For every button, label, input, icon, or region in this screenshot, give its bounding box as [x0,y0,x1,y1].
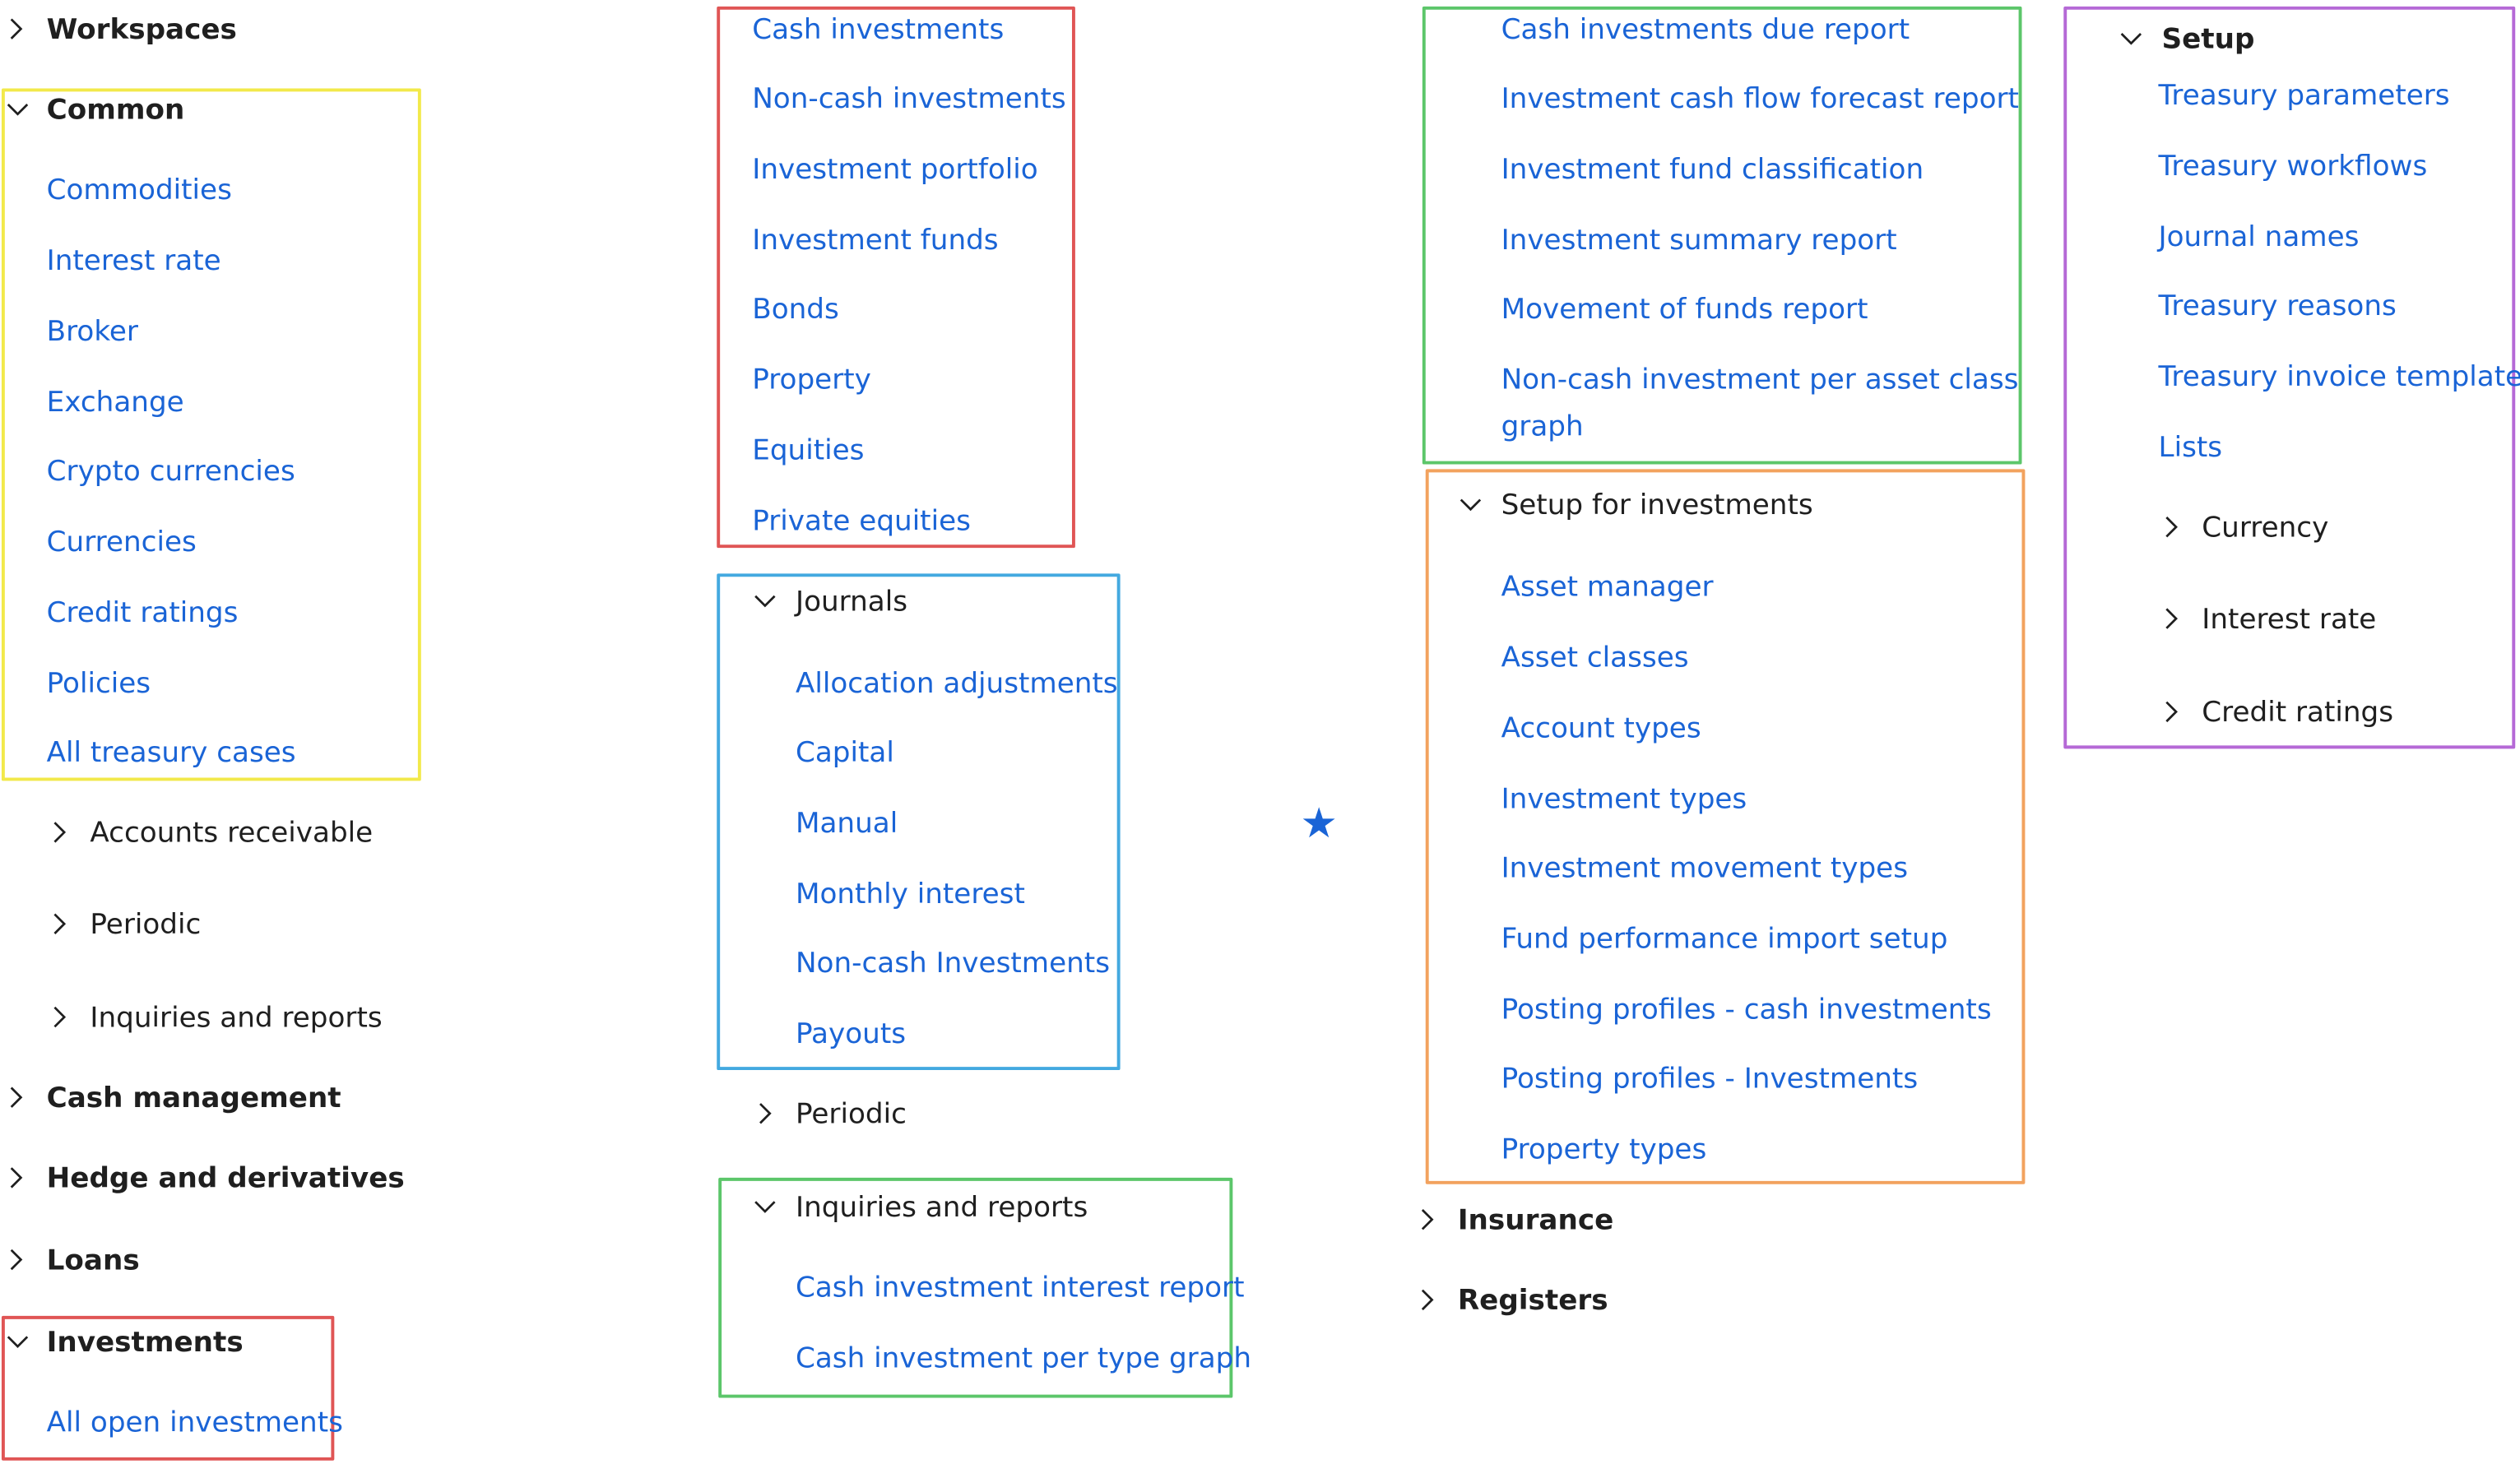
nav-inquiries-and-reports-investments[interactable]: Inquiries and reports [795,1192,1088,1225]
setup-investments-frame [1425,469,2026,1184]
link-capital[interactable]: Capital [795,737,894,770]
link-interest-rate[interactable]: Interest rate [46,245,221,278]
nav-setup-for-investments[interactable]: Setup for investments [1501,489,1813,522]
nav-cash-management[interactable]: Cash management [46,1082,341,1115]
link-currencies[interactable]: Currencies [46,526,197,559]
link-exchange[interactable]: Exchange [46,387,184,419]
link-treasury-invoice-templates[interactable]: Treasury invoice templates [2158,361,2520,394]
chevron-right-icon[interactable] [2159,605,2184,631]
favorite-star-icon[interactable]: ★ [1300,799,1338,849]
chevron-down-icon[interactable] [752,1193,777,1219]
chevron-right-icon[interactable] [47,819,72,845]
link-all-treasury-cases[interactable]: All treasury cases [46,737,296,770]
nav-currency[interactable]: Currency [2202,512,2329,545]
link-posting-profiles-investments[interactable]: Posting profiles - Investments [1501,1063,1919,1096]
chevron-right-icon[interactable] [47,1004,72,1030]
link-bonds[interactable]: Bonds [752,294,839,327]
nav-accounts-receivable[interactable]: Accounts receivable [90,818,374,850]
link-private-equities[interactable]: Private equities [752,506,971,539]
link-investment-funds[interactable]: Investment funds [752,225,999,257]
link-manual[interactable]: Manual [795,808,898,841]
link-property-types[interactable]: Property types [1501,1134,1707,1167]
link-treasury-workflows[interactable]: Treasury workflows [2158,151,2428,183]
link-allocation-adjustments[interactable]: Allocation adjustments [795,668,1118,701]
link-investment-movement-types[interactable]: Investment movement types [1501,853,1909,886]
nav-credit-ratings[interactable]: Credit ratings [2202,697,2394,730]
investment-links-frame [717,6,1075,549]
chevron-right-icon[interactable] [2159,699,2184,725]
chevron-down-icon[interactable] [2119,25,2144,51]
chevron-right-icon[interactable] [752,1100,777,1126]
chevron-down-icon[interactable] [5,96,30,122]
link-policies[interactable]: Policies [46,668,151,701]
link-non-cash-investments[interactable]: Non-cash investments [752,83,1066,116]
link-commodities[interactable]: Commodities [46,174,232,208]
nav-registers[interactable]: Registers [1457,1285,1608,1318]
nav-periodic[interactable]: Periodic [90,909,202,942]
chevron-right-icon[interactable] [3,1085,29,1110]
link-investment-fund-classification[interactable]: Investment fund classification [1501,154,1924,187]
nav-hedge-and-derivatives[interactable]: Hedge and derivatives [46,1163,405,1196]
nav-journals[interactable]: Journals [795,586,908,619]
link-journal-names[interactable]: Journal names [2158,221,2360,254]
link-treasury-parameters[interactable]: Treasury parameters [2158,80,2450,113]
link-monthly-interest[interactable]: Monthly interest [795,878,1025,911]
link-account-types[interactable]: Account types [1501,713,1701,746]
common-group-frame [1,88,421,781]
chevron-right-icon[interactable] [1414,1207,1440,1232]
link-property[interactable]: Property [752,364,871,397]
link-treasury-reasons[interactable]: Treasury reasons [2158,290,2397,323]
link-asset-manager[interactable]: Asset manager [1501,572,1714,605]
nav-common[interactable]: Common [46,95,185,127]
link-non-cash-investments-journal[interactable]: Non-cash Investments [795,947,1111,980]
reports-group-frame [1422,6,2022,465]
link-all-open-investments[interactable]: All open investments [46,1407,343,1440]
link-cash-investment-interest-report[interactable]: Cash investment interest report [795,1272,1245,1305]
chevron-right-icon[interactable] [3,1165,29,1190]
link-broker[interactable]: Broker [46,316,139,349]
link-cash-investments-due-report[interactable]: Cash investments due report [1501,14,1910,47]
link-lists[interactable]: Lists [2158,432,2223,465]
link-posting-profiles-cash-investments[interactable]: Posting profiles - cash investments [1501,994,1992,1027]
nav-insurance[interactable]: Insurance [1457,1205,1614,1238]
link-asset-classes[interactable]: Asset classes [1501,642,1689,675]
nav-loans[interactable]: Loans [46,1244,140,1278]
link-non-cash-investment-per-asset-class-graph[interactable]: Non-cash investment per asset class [1501,364,2019,397]
link-non-cash-investment-per-asset-class-graph-line2[interactable]: graph [1501,411,1584,444]
investments-group-frame [1,1315,335,1461]
link-fund-performance-import-setup[interactable]: Fund performance import setup [1501,924,1948,957]
journals-group-frame [717,573,1121,1071]
chevron-right-icon[interactable] [47,911,72,937]
link-cash-investments[interactable]: Cash investments [752,14,1005,47]
link-payouts[interactable]: Payouts [795,1018,907,1051]
link-equities[interactable]: Equities [752,435,865,468]
link-cash-investment-per-type-graph[interactable]: Cash investment per type graph [795,1343,1252,1376]
link-movement-of-funds-report[interactable]: Movement of funds report [1501,294,1868,327]
nav-periodic-investments[interactable]: Periodic [795,1099,907,1132]
link-investment-cash-flow-forecast-report[interactable]: Investment cash flow forecast report [1501,83,2019,116]
inquiries-group-frame [718,1177,1233,1398]
nav-inquiries-and-reports[interactable]: Inquiries and reports [90,1002,383,1036]
nav-interest-rate[interactable]: Interest rate [2202,604,2377,637]
link-investment-portfolio[interactable]: Investment portfolio [752,154,1038,187]
link-investment-types[interactable]: Investment types [1501,784,1747,817]
chevron-right-icon[interactable] [3,16,29,42]
chevron-right-icon[interactable] [1414,1287,1440,1313]
chevron-right-icon[interactable] [2159,514,2184,540]
chevron-down-icon[interactable] [752,588,777,614]
chevron-down-icon[interactable] [5,1329,30,1355]
nav-workspaces[interactable]: Workspaces [46,14,237,47]
chevron-down-icon[interactable] [1458,492,1483,517]
setup-group-frame [2063,6,2516,749]
chevron-right-icon[interactable] [3,1247,29,1272]
nav-investments[interactable]: Investments [46,1327,244,1360]
link-crypto-currencies[interactable]: Crypto currencies [46,456,295,489]
link-credit-ratings[interactable]: Credit ratings [46,597,239,630]
nav-setup[interactable]: Setup [2161,24,2255,57]
link-investment-summary-report[interactable]: Investment summary report [1501,225,1897,257]
